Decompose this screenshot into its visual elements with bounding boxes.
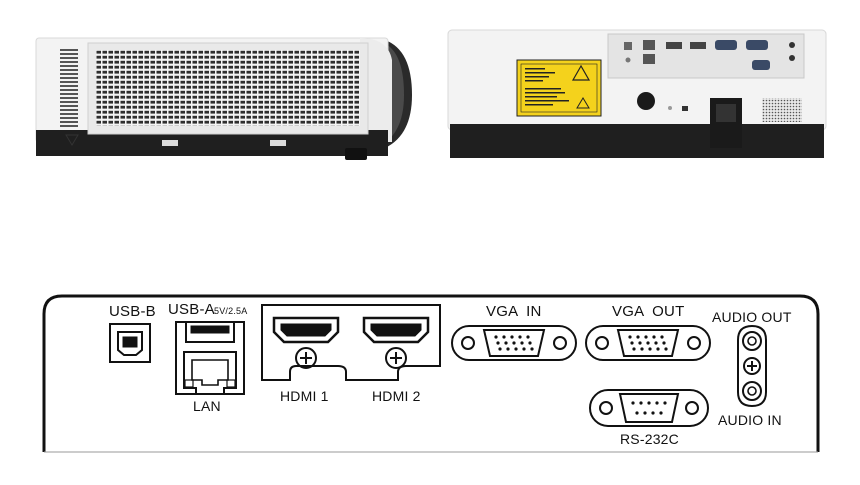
usb-b-port-icon <box>109 323 151 363</box>
audio-in-jack-icon <box>742 381 762 401</box>
usb-a-port-icon <box>175 321 245 395</box>
audio-in-label: AUDIO IN <box>718 412 782 428</box>
lan-port-icon <box>183 351 237 395</box>
lan-label: LAN <box>193 398 221 414</box>
screw-icon <box>743 357 761 375</box>
usb-a-rating: 5V/2.5A <box>214 306 248 316</box>
rs232c-label: RS-232C <box>620 431 679 447</box>
usb-b-label: USB-B <box>109 303 156 320</box>
hdmi-2-port-icon <box>362 316 430 369</box>
vga-in-port-icon <box>451 325 577 361</box>
vga-in-label: VGA IN <box>486 303 542 320</box>
connector-panel <box>42 294 820 453</box>
projector-rear-photo <box>447 29 827 158</box>
vga-out-port-icon <box>585 325 711 361</box>
projector-side-photo <box>35 37 412 160</box>
audio-out-label: AUDIO OUT <box>712 309 792 325</box>
hdmi-2-label: HDMI 2 <box>372 388 421 404</box>
audio-out-jack-icon <box>737 324 767 408</box>
hdmi-1-label: HDMI 1 <box>280 388 329 404</box>
usb-a-label: USB-A <box>168 301 215 318</box>
vga-out-label: VGA OUT <box>612 303 685 320</box>
rs232c-port-icon <box>589 389 709 427</box>
hdmi-1-port-icon <box>272 316 340 369</box>
